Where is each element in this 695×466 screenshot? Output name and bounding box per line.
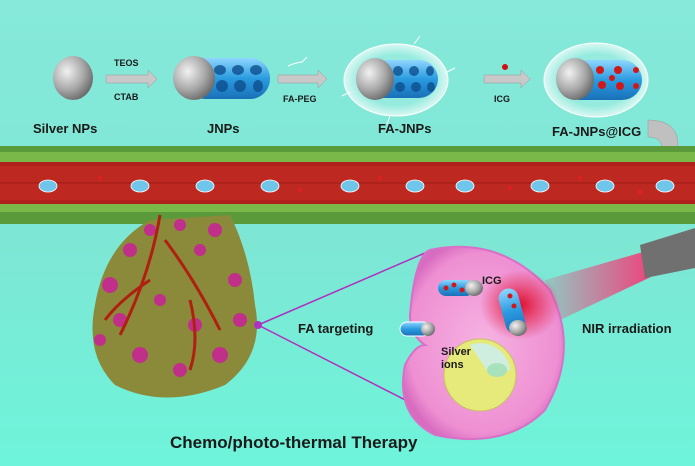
stage-label-silver-nps: Silver NPs — [33, 121, 97, 136]
silver-np — [53, 56, 93, 100]
silver-ions-label-2: ions — [441, 359, 464, 371]
blood-vessel — [0, 146, 695, 224]
arrow-3: ICG — [483, 64, 531, 104]
fa-jnp-icg — [543, 42, 649, 118]
tumor-cell: ICG Silver ions — [399, 245, 565, 441]
nir-irradiation-label: NIR irradiation — [582, 321, 672, 336]
arrow-3-bottom-label: ICG — [494, 94, 510, 104]
arrow-2-bottom-label: FA-PEG — [283, 94, 317, 104]
nucleus — [443, 338, 517, 412]
fa-targeting-label: FA targeting — [298, 321, 373, 336]
therapy-title: Chemo/photo-thermal Therapy — [170, 433, 418, 452]
arrow-1-bottom-label: CTAB — [114, 92, 139, 102]
nanoparticle-internalized — [438, 280, 483, 296]
arrow-1-top-label: TEOS — [114, 58, 139, 68]
tumor — [92, 214, 262, 398]
nanoparticle-releasing — [498, 288, 527, 336]
arrow-2: FA-PEG — [277, 56, 328, 104]
arrow-1: TEOS CTAB — [105, 58, 158, 102]
stage-label-jnps: JNPs — [207, 121, 240, 136]
nir-beam — [545, 250, 655, 320]
laser-device — [640, 228, 695, 278]
silver-ions-label-1: Silver — [441, 346, 472, 358]
stage-label-fa-jnps: FA-JNPs — [378, 121, 431, 136]
icg-label: ICG — [482, 275, 502, 287]
jnp — [173, 56, 270, 100]
stage-label-fa-jnps-icg: FA-JNPs@ICG — [552, 124, 641, 139]
fa-jnp — [341, 35, 456, 125]
stage-labels: Silver NPs JNPs FA-JNPs FA-JNPs@ICG — [33, 121, 641, 139]
fa-receptor-np — [399, 321, 435, 337]
zoom-lines — [257, 252, 426, 411]
